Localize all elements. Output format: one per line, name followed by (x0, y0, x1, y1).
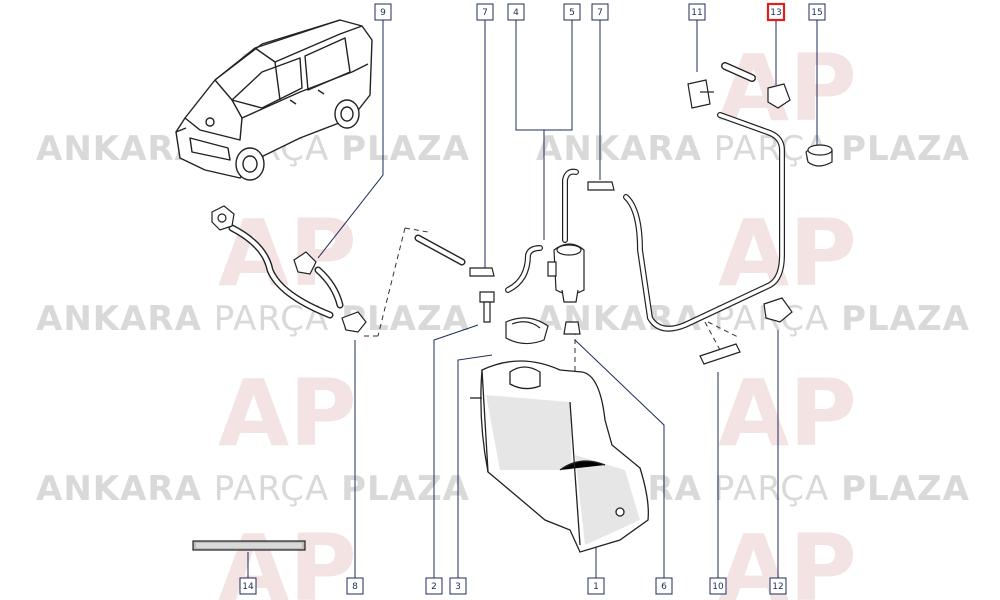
part-7-joint-right (587, 181, 615, 191)
callout-number: 2 (431, 582, 437, 592)
watermark-word: PARÇA (214, 469, 330, 509)
callout-number: 14 (242, 582, 254, 592)
leader-lines (247, 19, 818, 578)
part-14-strip (192, 540, 306, 551)
callout-13: 13 (766, 2, 786, 22)
callout-11: 11 (688, 3, 706, 21)
callout-8: 8 (346, 577, 364, 595)
part-11-tee (687, 79, 711, 109)
callout-number: 1 (593, 582, 599, 592)
watermark-logo: AP (718, 360, 857, 467)
callout-14: 14 (239, 577, 257, 595)
callout-box (769, 577, 787, 595)
part-7-joint-left (469, 267, 495, 277)
callout-2: 2 (425, 577, 443, 595)
callout-6: 6 (655, 577, 673, 595)
watermark-row: ANKARA PARÇA PLAZA (36, 129, 470, 169)
small-parts (211, 79, 833, 365)
watermark-word: ANKARA (36, 469, 202, 509)
part-8-connector (341, 311, 367, 333)
callout-box (766, 2, 786, 22)
callout-10: 10 (709, 577, 727, 595)
callout-7: 7 (591, 3, 609, 21)
callout-number: 15 (811, 8, 822, 18)
watermark-word: PLAZA (341, 469, 470, 509)
callout-number: 4 (513, 8, 519, 18)
watermark-row: ANKARA PARÇA PLAZA (536, 129, 970, 169)
callout-box (587, 577, 605, 595)
callout-number: 7 (597, 8, 603, 18)
callout-9: 9 (374, 3, 392, 21)
callout-number: 12 (772, 582, 783, 592)
callout-number: 13 (770, 8, 781, 18)
callout-number: 9 (380, 8, 386, 18)
watermark-row: ANKARA PARÇA PLAZA (536, 299, 970, 339)
callout-box (476, 3, 494, 21)
hoses (228, 62, 785, 332)
watermark-logos: AP AP AP AP AP AP AP AP (218, 35, 857, 600)
watermark-word: PLAZA (841, 469, 970, 509)
callout-1: 1 (587, 577, 605, 595)
callout-number: 3 (455, 582, 461, 592)
callout-box (591, 3, 609, 21)
watermark-word: ANKARA (36, 129, 202, 169)
watermark-logo: AP (218, 515, 357, 600)
part-13-nozzle (767, 83, 791, 109)
part-10-clip (699, 343, 741, 365)
callout-number: 7 (482, 8, 488, 18)
watermark-word: PLAZA (841, 299, 970, 339)
callout-box (709, 577, 727, 595)
van-illustration (175, 19, 373, 181)
callout-number: 6 (661, 582, 667, 592)
reservoir (470, 360, 649, 553)
watermark-word: PLAZA (341, 129, 470, 169)
callout-box (563, 3, 581, 21)
watermark-row: ANKARA PARÇA PLAZA (36, 469, 470, 509)
part-9-jet (293, 251, 317, 275)
callout-number: 10 (712, 582, 724, 592)
watermark-logo: AP (718, 515, 857, 600)
callout-box (808, 3, 826, 21)
callout-5: 5 (563, 3, 581, 21)
part-6-grommet (563, 321, 581, 335)
callout-box (425, 577, 443, 595)
callout-box (655, 577, 673, 595)
watermark-logo: AP (718, 200, 857, 307)
callout-12: 12 (769, 577, 787, 595)
watermark-word: ANKARA (536, 129, 702, 169)
watermark-word: ANKARA (36, 299, 202, 339)
callout-box (239, 577, 257, 595)
callout-3: 3 (449, 577, 467, 595)
callout-box (374, 3, 392, 21)
watermark-logo: AP (718, 35, 857, 142)
callout-number: 5 (569, 8, 575, 18)
part-2-screw (479, 291, 495, 303)
watermark-word: PLAZA (841, 129, 970, 169)
callout-box (688, 3, 706, 21)
watermark-logo: AP (218, 360, 357, 467)
watermark-word: ANKARA (536, 299, 702, 339)
callout-number: 8 (352, 582, 358, 592)
callout-15: 15 (808, 3, 826, 21)
watermark-word: PARÇA (714, 469, 830, 509)
part-12-clip (763, 297, 793, 323)
callout-box (507, 3, 525, 21)
callout-number: 11 (691, 8, 702, 18)
callout-4: 4 (507, 3, 525, 21)
watermark-row: ANKARA PARÇA PLAZA (36, 299, 470, 339)
callout-box (346, 577, 364, 595)
callout-box (449, 577, 467, 595)
callout-7: 7 (476, 3, 494, 21)
